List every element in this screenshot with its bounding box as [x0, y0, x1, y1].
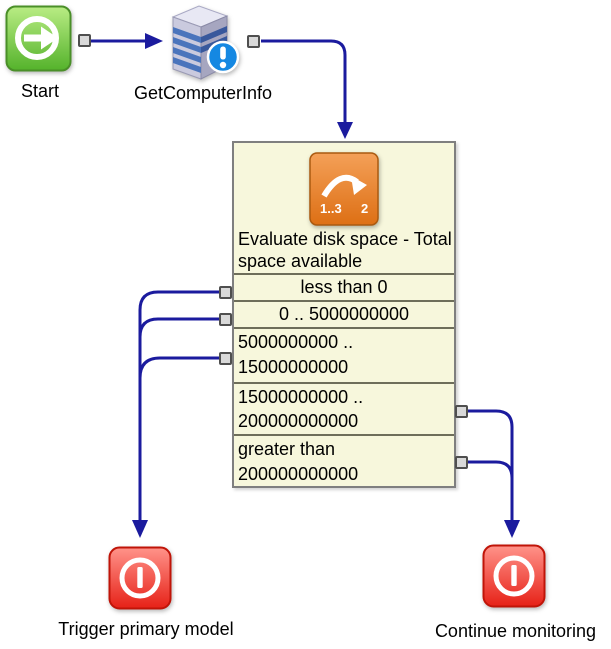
connector-getcomputerinfo-to-evaluate[interactable] [261, 39, 347, 123]
start-label: Start [20, 81, 59, 101]
continue-monitoring-label: Continue monitoring [434, 621, 597, 641]
branch5-output-port[interactable] [455, 456, 468, 469]
branch-row-5b-to-15b[interactable]: 5000000000 .. 15000000000 [234, 327, 454, 382]
branch4-output-port[interactable] [455, 405, 468, 418]
connector-branch1-to-trigger[interactable] [138, 290, 220, 521]
continue-monitoring-node[interactable] [482, 544, 546, 613]
trigger-primary-model-node[interactable] [108, 546, 172, 615]
evaluate-header: 1..3 2 Evaluate disk space - Total space… [234, 143, 454, 273]
getcomputerinfo-label: GetComputerInfo [133, 83, 273, 103]
switch-result-text: 2 [361, 201, 368, 216]
start-node[interactable] [5, 5, 72, 77]
switch-range-text: 1..3 [320, 201, 342, 216]
branch1-output-port[interactable] [219, 286, 232, 299]
arrowhead-to-trigger [132, 520, 148, 538]
arrowhead-to-evaluate [337, 122, 353, 139]
range-switch-icon: 1..3 2 [309, 152, 379, 231]
server-icon [171, 5, 240, 80]
stop-icon [482, 544, 546, 608]
branch3-output-port[interactable] [219, 352, 232, 365]
arrowhead-to-continue [504, 520, 520, 538]
connector-branch3-to-trigger[interactable] [138, 356, 220, 521]
connector-branch2-to-trigger[interactable] [138, 317, 220, 521]
branch-row-greater-than-200b[interactable]: greater than 200000000000 [234, 434, 454, 489]
branch2-output-port[interactable] [219, 313, 232, 326]
branch-row-0-to-5b[interactable]: 0 .. 5000000000 [234, 300, 454, 327]
trigger-primary-model-label: Trigger primary model [58, 619, 234, 639]
start-output-port[interactable] [78, 34, 91, 47]
connector-branch4-to-continue[interactable] [468, 409, 514, 521]
getcomputerinfo-output-port[interactable] [247, 35, 260, 48]
getcomputerinfo-node[interactable] [161, 1, 241, 86]
stop-icon [108, 546, 172, 610]
branch-row-15b-to-200b[interactable]: 15000000000 .. 200000000000 [234, 382, 454, 434]
branch-row-less-than-0[interactable]: less than 0 [234, 273, 454, 300]
evaluate-title: Evaluate disk space - Total space availa… [238, 229, 452, 271]
arrowhead-to-getcomputerinfo [145, 33, 163, 49]
evaluate-disk-space-node[interactable]: 1..3 2 Evaluate disk space - Total space… [232, 141, 456, 488]
connector-branch5-to-continue[interactable] [468, 460, 514, 521]
alert-badge-icon [206, 40, 240, 74]
start-play-icon [5, 5, 72, 72]
